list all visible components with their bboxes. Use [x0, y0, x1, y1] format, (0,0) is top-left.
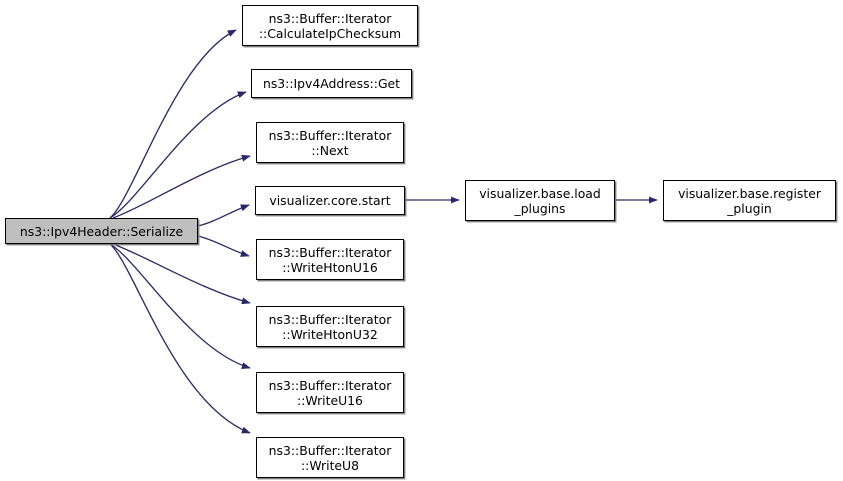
graph-node-label: visualizer.core.start [269, 193, 391, 208]
graph-edge-serialize-to-write_u16 [109, 243, 251, 369]
graph-edge-serialize-to-iterator_next [112, 154, 251, 219]
graph-node-write_hton_u32[interactable]: ns3::Buffer::Iterator ::WriteHtonU32 [256, 306, 404, 347]
graph-node-label: ns3::Buffer::Iterator ::WriteHtonU32 [268, 311, 392, 342]
graph-edge-serialize-to-ipv4address_get [109, 91, 247, 219]
graph-node-write_hton_u16[interactable]: ns3::Buffer::Iterator ::WriteHtonU16 [256, 239, 404, 280]
graph-node-visualizer_core_start[interactable]: visualizer.core.start [255, 186, 405, 215]
graph-node-load_plugins[interactable]: visualizer.base.load _plugins [465, 180, 615, 221]
graph-node-label: ns3::Ipv4Header::Serialize [19, 223, 184, 239]
graph-node-serialize[interactable]: ns3::Ipv4Header::Serialize [5, 218, 198, 244]
graph-edge-serialize-to-write_hton_u16 [197, 235, 250, 257]
graph-edge-serialize-to-visualizer_core_start [197, 204, 250, 227]
graph-node-iterator_next[interactable]: ns3::Buffer::Iterator ::Next [256, 122, 404, 163]
graph-node-register_plugin[interactable]: visualizer.base.register _plugin [663, 180, 836, 221]
graph-edge-serialize-to-write_u8 [109, 243, 251, 434]
graph-edge-serialize-to-calc_ip_checksum [109, 29, 237, 219]
graph-node-write_u16[interactable]: ns3::Buffer::Iterator ::WriteU16 [256, 372, 404, 413]
graph-edge-serialize-to-write_hton_u32 [112, 243, 251, 305]
graph-node-calc_ip_checksum[interactable]: ns3::Buffer::Iterator ::CalculateIpCheck… [242, 5, 418, 46]
graph-node-label: visualizer.base.register _plugin [678, 185, 821, 216]
graph-node-label: ns3::Ipv4Address::Get [262, 76, 401, 91]
graph-node-ipv4address_get[interactable]: ns3::Ipv4Address::Get [251, 69, 412, 98]
graph-node-label: visualizer.base.load _plugins [479, 185, 601, 216]
graph-node-write_u8[interactable]: ns3::Buffer::Iterator ::WriteU8 [256, 437, 404, 478]
graph-node-label: ns3::Buffer::Iterator ::WriteU8 [268, 442, 392, 473]
graph-node-label: ns3::Buffer::Iterator ::Next [268, 127, 392, 158]
graph-node-label: ns3::Buffer::Iterator ::WriteU16 [268, 377, 392, 408]
graph-node-label: ns3::Buffer::Iterator ::CalculateIpCheck… [258, 10, 402, 41]
graph-node-label: ns3::Buffer::Iterator ::WriteHtonU16 [268, 244, 392, 275]
